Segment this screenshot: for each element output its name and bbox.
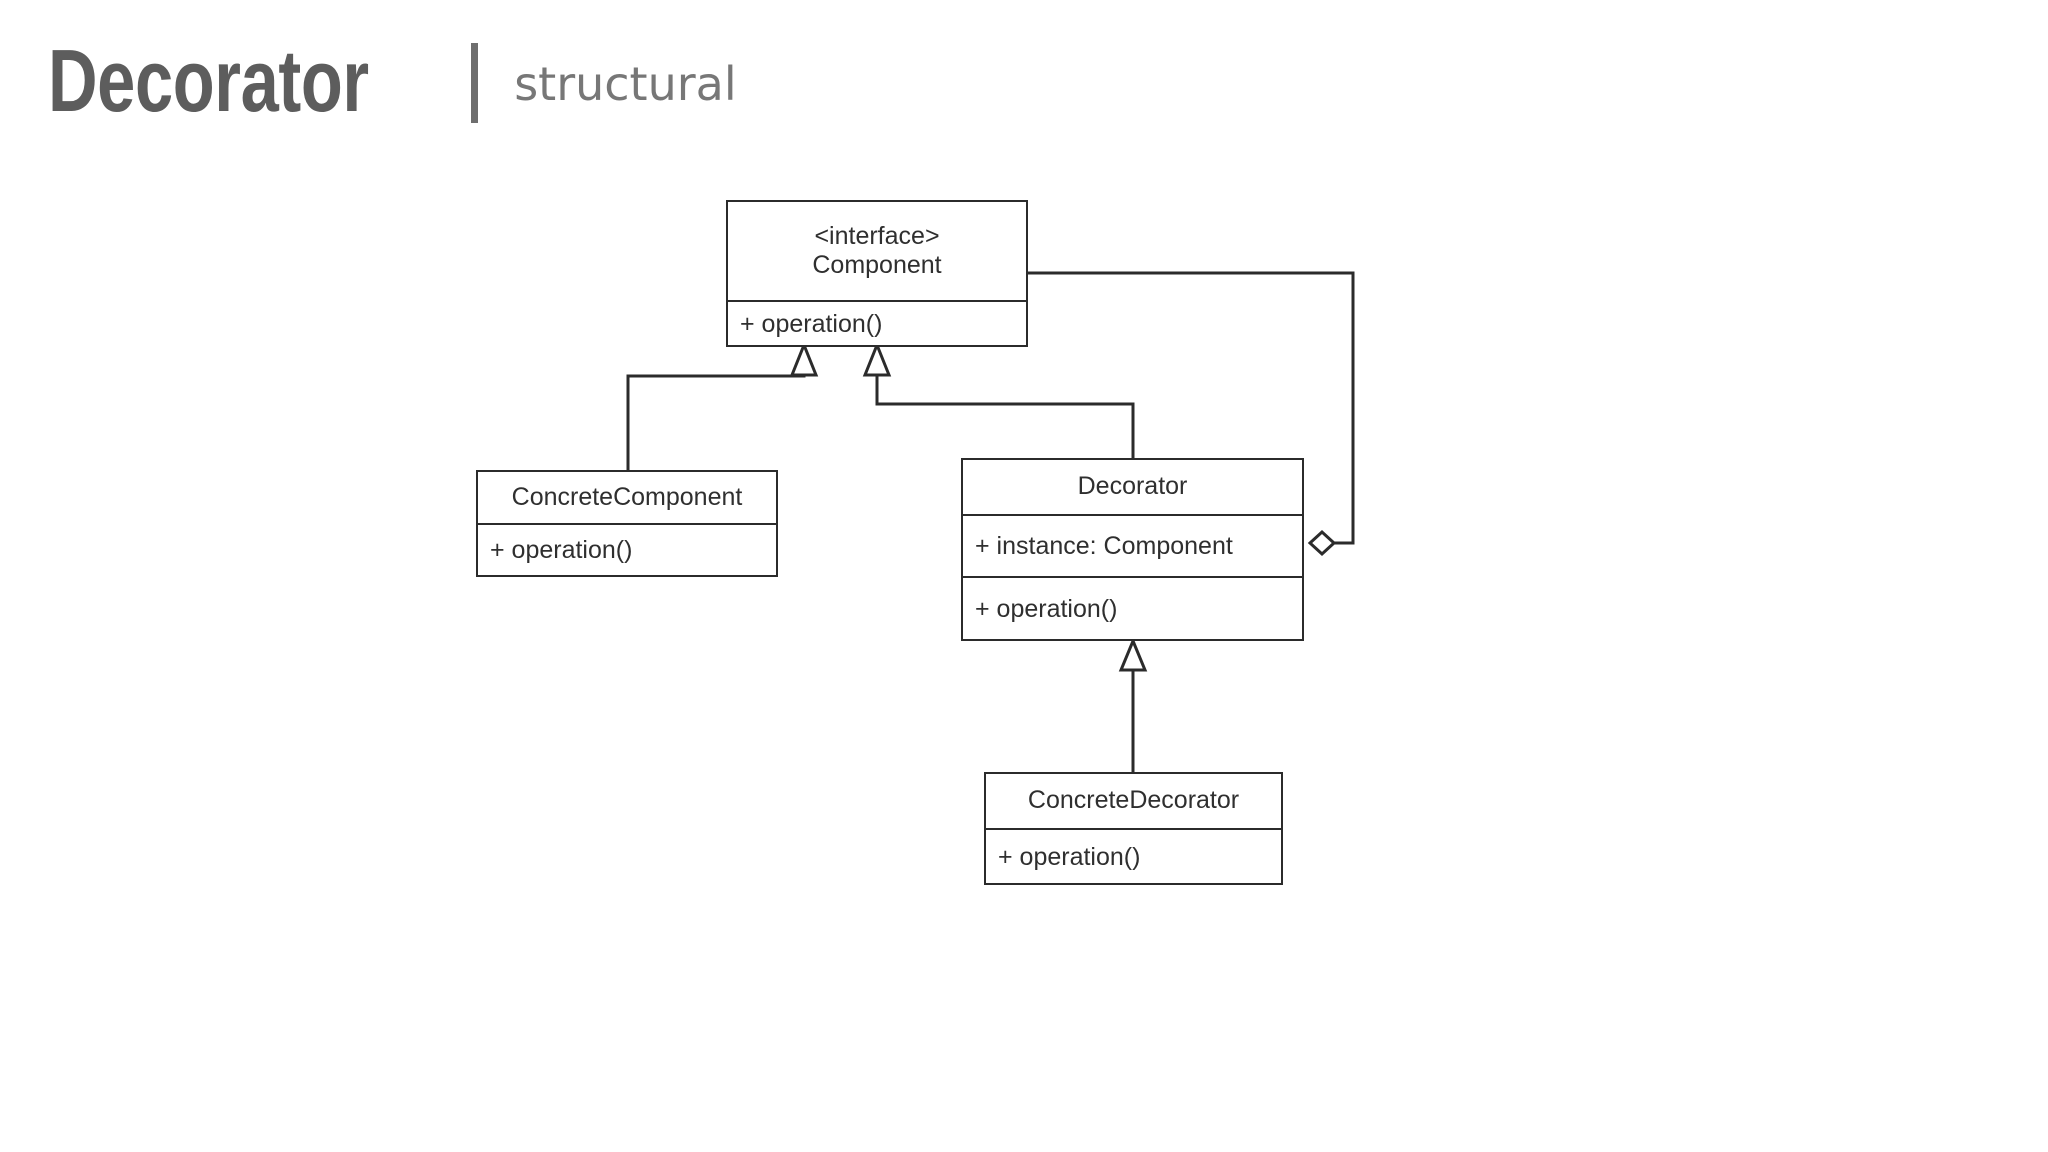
class-operations-compartment: + operation() [728, 300, 1026, 345]
class-name: Decorator [1077, 472, 1188, 501]
class-operation: + operation() [975, 594, 1118, 623]
class-attribute: + instance: Component [975, 532, 1233, 561]
edge-decorator-to-component [862, 340, 1135, 460]
edge-concrete-component-to-component [626, 340, 819, 472]
class-name: ConcreteComponent [511, 482, 743, 511]
class-operations-compartment: + operation() [986, 828, 1281, 883]
class-operations-compartment: + operation() [963, 576, 1302, 639]
class-name-compartment: ConcreteDecorator [986, 774, 1281, 828]
class-name: ConcreteDecorator [1027, 786, 1240, 815]
class-name: Component [812, 251, 942, 279]
class-operation: + operation() [740, 309, 883, 338]
hollow-triangle-marker [1118, 637, 1148, 672]
pattern-category-label: structural [514, 57, 737, 111]
class-operations-compartment: + operation() [478, 523, 776, 575]
hollow-diamond-marker [1307, 529, 1337, 557]
hollow-triangle-marker [862, 340, 892, 377]
class-operation: + operation() [998, 842, 1141, 871]
class-name-compartment: ConcreteComponent [478, 472, 776, 523]
class-attributes-compartment: + instance: Component [963, 513, 1302, 577]
class-operation: + operation() [490, 536, 633, 564]
class-name-compartment: Decorator [963, 460, 1302, 514]
title-separator-bar [471, 43, 479, 123]
uml-class-concrete-decorator[interactable]: ConcreteDecorator + operation() [984, 772, 1283, 885]
page-title: Decorator [48, 31, 369, 130]
hollow-triangle-marker [789, 340, 819, 377]
page-header: Decorator structural [48, 22, 737, 140]
edge-concrete-decorator-to-decorator [1118, 637, 1148, 774]
uml-class-decorator[interactable]: Decorator + instance: Component + operat… [961, 458, 1304, 641]
class-name-compartment: <interface> Component [728, 202, 1026, 300]
uml-class-concrete-component[interactable]: ConcreteComponent + operation() [476, 470, 778, 577]
class-stereotype: <interface> [814, 221, 940, 250]
uml-class-component[interactable]: <interface> Component + operation() [726, 200, 1028, 347]
